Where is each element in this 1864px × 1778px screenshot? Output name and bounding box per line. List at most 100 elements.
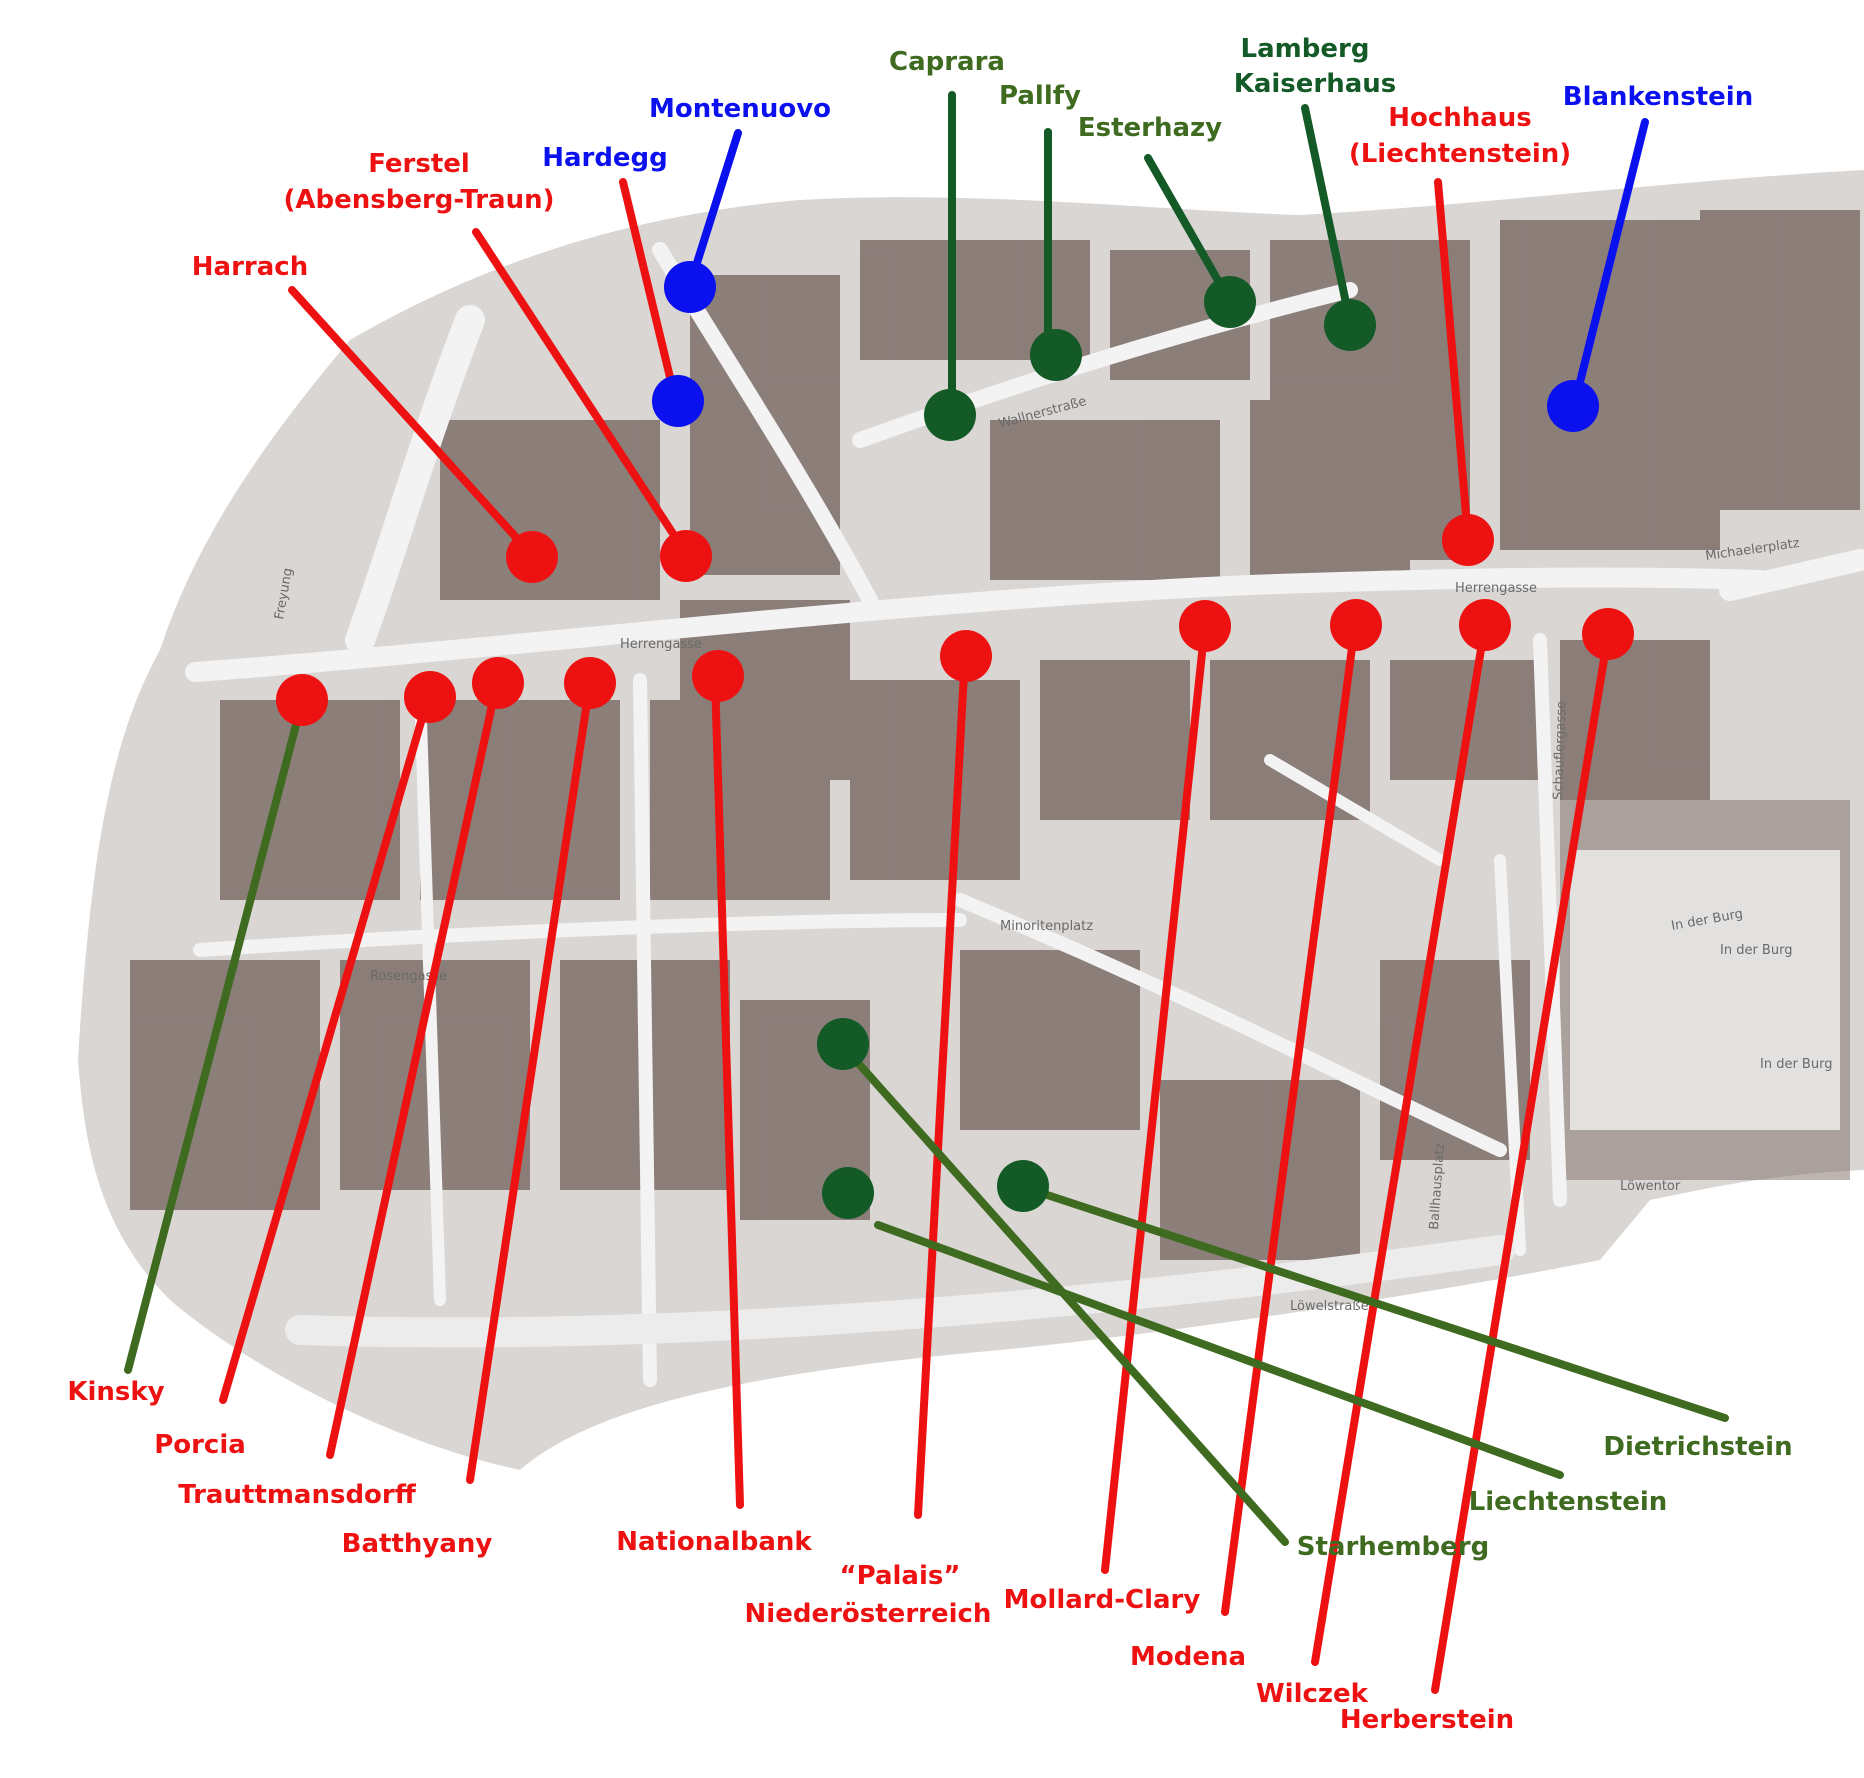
leader-line-palais — [914, 651, 969, 1519]
marker-liechtenstein — [822, 1167, 874, 1219]
label-mollard-clary: Mollard-Clary — [1004, 1585, 1201, 1615]
marker-caprara — [924, 389, 976, 441]
marker-mollard — [1179, 600, 1231, 652]
street-label: Minoritenplatz — [1000, 919, 1093, 934]
label-herberstein: Herberstein — [1340, 1705, 1514, 1735]
marker-dietrichstein — [997, 1160, 1049, 1212]
leader-line-lamberg — [1301, 104, 1354, 326]
label-kinsky: Kinsky — [67, 1377, 164, 1407]
leader-line-hochhaus — [1434, 178, 1472, 542]
street-label: Schauflergasse — [1551, 701, 1569, 800]
marker-pallfy — [1030, 329, 1082, 381]
label-starhemberg: Starhemberg — [1297, 1532, 1489, 1562]
street — [1533, 633, 1567, 1207]
label-abensberg-traun: (Abensberg-Traun) — [283, 185, 554, 215]
street — [633, 673, 657, 1387]
label-nationalbank: Nationalbank — [616, 1527, 812, 1557]
leader-line-kinsky — [124, 698, 306, 1374]
block — [420, 700, 620, 900]
street — [1264, 754, 1446, 866]
marker-modena — [1330, 599, 1382, 651]
street-label: Herrengasse — [1455, 581, 1537, 596]
street-label: Rosengasse — [370, 969, 447, 984]
street-label: Ballhausplatz — [1427, 1142, 1448, 1230]
street-label: Löwelstraße — [1290, 1299, 1369, 1314]
label-porcia: Porcia — [154, 1430, 246, 1460]
street-wallnerstrasse — [852, 282, 1358, 448]
marker-kinsky — [276, 674, 328, 726]
marker-hardegg — [652, 375, 704, 427]
marker-batthyany — [564, 657, 616, 709]
marker-hochhaus — [1442, 514, 1494, 566]
street-label: In der Burg — [1720, 943, 1792, 958]
block — [650, 700, 830, 900]
leader-line-dietrichstein — [1028, 1186, 1729, 1422]
marker-harrach — [506, 531, 558, 583]
marker-esterhazy — [1204, 276, 1256, 328]
block — [990, 420, 1220, 580]
marker-ferstel — [660, 530, 712, 582]
leader-line-hardegg — [619, 178, 679, 402]
label-palais: “Palais” — [840, 1561, 961, 1591]
leader-line-trauttmansdorff — [326, 678, 501, 1459]
label-ferstel: Ferstel — [368, 149, 470, 179]
leader-line-modena — [1221, 621, 1359, 1616]
street-herrengasse — [185, 567, 1770, 682]
block — [1700, 210, 1860, 510]
leader-line-liechtenstein — [874, 1221, 1564, 1479]
label-wilczek: Wilczek — [1256, 1679, 1369, 1709]
marker-nationalbank — [692, 650, 744, 702]
leader-line-mollard — [1101, 621, 1209, 1574]
leader-line-montenuovo — [686, 129, 742, 289]
label-montenuovo: Montenuovo — [649, 94, 831, 124]
street-freyung — [345, 305, 485, 655]
label-pallfy: Pallfy — [999, 81, 1081, 111]
label-harrach: Harrach — [192, 252, 308, 282]
label-hochhaus-liechtenstein: (Liechtenstein) — [1349, 139, 1571, 169]
leader-line-porcia — [219, 694, 432, 1404]
leader-line-batthyany — [466, 678, 594, 1484]
label-caprara: Caprara — [889, 47, 1005, 77]
marker-starhemberg — [817, 1018, 869, 1070]
leader-line-blankenstein — [1571, 118, 1649, 406]
label-modena: Modena — [1130, 1642, 1246, 1672]
block — [960, 950, 1140, 1130]
map-background: Herrengasse Herrengasse Freyung Wallners… — [78, 170, 1864, 1470]
label-liechtenstein: Liechtenstein — [1469, 1487, 1668, 1517]
leader-line-harrach — [288, 286, 536, 559]
marker-trauttmansdorff — [472, 657, 524, 709]
marker-palais — [940, 630, 992, 682]
hofburg-courtyard — [1570, 850, 1840, 1130]
leader-line-esterhazy — [1144, 154, 1232, 302]
block — [1040, 660, 1190, 820]
label-hochhaus: Hochhaus — [1388, 103, 1532, 133]
street — [285, 1235, 1515, 1348]
label-lamberg: Lamberg — [1241, 34, 1370, 64]
leader-line-ferstel — [472, 228, 689, 556]
marker-lamberg — [1324, 299, 1376, 351]
label-esterhazy: Esterhazy — [1078, 113, 1222, 143]
label-batthyany: Batthyany — [342, 1529, 493, 1559]
label-niederoesterreich: Niederösterreich — [745, 1599, 992, 1629]
street-label: In der Burg — [1760, 1057, 1832, 1072]
leader-line-nationalbank — [711, 674, 744, 1509]
street — [193, 913, 967, 957]
street — [953, 893, 1507, 1157]
block — [220, 700, 400, 900]
leader-line-wilczek — [1311, 621, 1489, 1666]
marker-montenuovo — [664, 261, 716, 313]
label-kaiserhaus: Kaiserhaus — [1234, 69, 1397, 99]
leader-line-herberstein — [1431, 631, 1612, 1694]
marker-herberstein — [1582, 608, 1634, 660]
marker-porcia — [404, 671, 456, 723]
street-label: Herrengasse — [620, 637, 702, 652]
street-label: Löwentor — [1620, 1179, 1681, 1194]
block — [1160, 1080, 1360, 1260]
label-dietrichstein: Dietrichstein — [1603, 1432, 1792, 1462]
block — [850, 680, 1020, 880]
street — [1719, 549, 1864, 601]
label-blankenstein: Blankenstein — [1563, 82, 1753, 112]
marker-wilczek — [1459, 599, 1511, 651]
label-trauttmansdorff: Trauttmansdorff — [178, 1480, 417, 1510]
